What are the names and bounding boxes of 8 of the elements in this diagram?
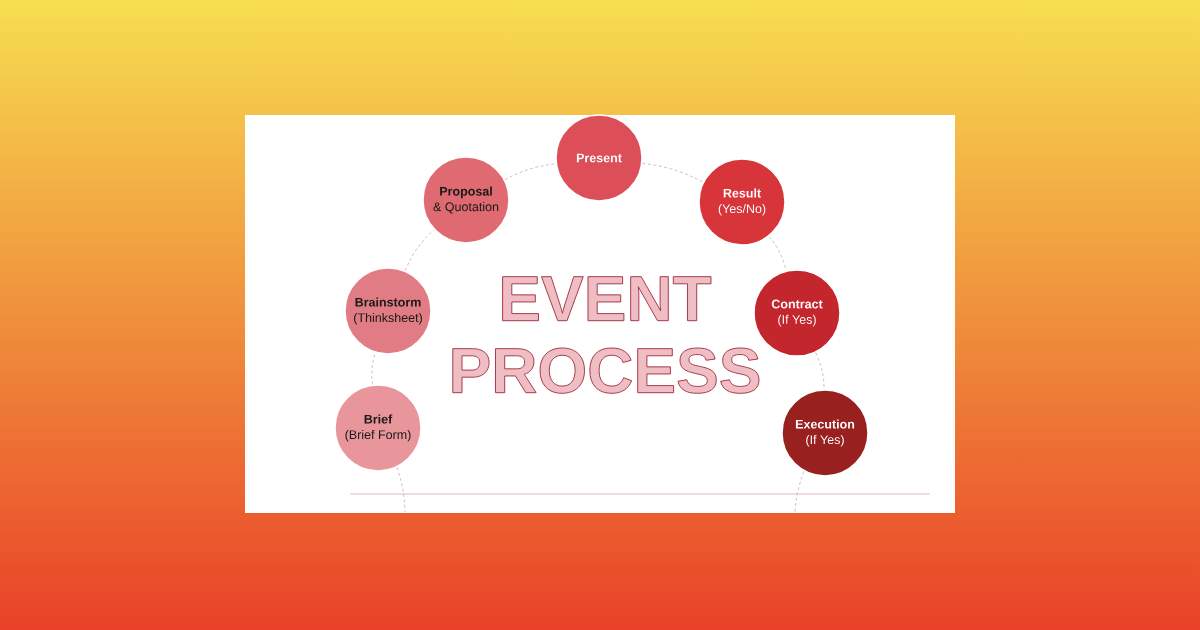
- dashed-arc: [396, 467, 406, 513]
- dashed-arc: [371, 352, 376, 385]
- dashed-arc: [642, 163, 704, 183]
- dashed-arc: [768, 235, 787, 271]
- dashed-arc: [504, 163, 557, 181]
- dashed-arc: [794, 470, 805, 513]
- dashed-arc: [404, 229, 435, 272]
- dashed-arc: [815, 352, 825, 390]
